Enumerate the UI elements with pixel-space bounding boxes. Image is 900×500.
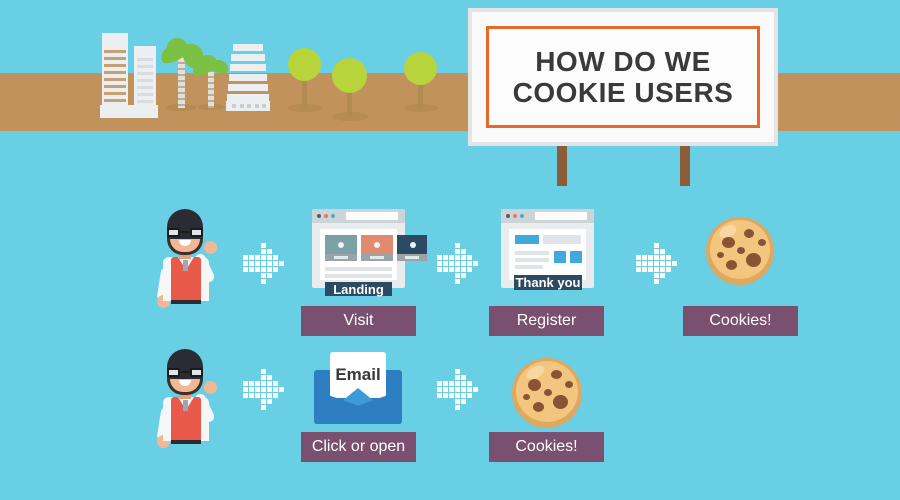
label-cookies-row1[interactable]: Cookies! [683, 306, 798, 336]
billboard-post-right [680, 138, 690, 186]
browser-titlebar [501, 209, 594, 223]
user-character-row2 [145, 345, 225, 448]
label-register-text: Register [516, 312, 577, 329]
landing-cta-banner[interactable]: Landing [325, 281, 392, 297]
label-visit[interactable]: Visit [301, 306, 416, 336]
browser-address-bar[interactable] [346, 212, 398, 220]
pixel-arrow-3 [636, 243, 677, 284]
landing-text-line-2 [325, 274, 392, 278]
thankyou-square-1 [554, 251, 566, 263]
billboard-frame: HOW DO WE COOKIE USERS [486, 26, 760, 128]
browser-address-bar[interactable] [535, 212, 587, 220]
thankyou-square-2 [570, 251, 582, 263]
browser-viewport: Thank you [509, 229, 586, 290]
label-click-or-open-text: Click or open [311, 438, 406, 455]
thank-you-page-browser[interactable]: Thank you [501, 209, 594, 290]
billboard-title-line2: COOKIE USERS [512, 77, 734, 108]
label-cookies-row2-text: Cookies! [515, 438, 578, 455]
billboard: HOW DO WE COOKIE USERS [472, 12, 774, 142]
thankyou-accent-bar [515, 235, 539, 244]
landing-page-browser[interactable]: Landing [312, 209, 427, 297]
landing-cta-text: Landing [333, 281, 384, 297]
landing-card-2 [361, 235, 393, 261]
browser-window-dots [506, 214, 524, 218]
billboard-title-line1: HOW DO WE [535, 45, 711, 77]
thankyou-text-line-2 [515, 258, 549, 262]
label-visit-text: Visit [343, 312, 374, 329]
page-title: HOW DO WE COOKIE USERS [513, 46, 734, 109]
pixel-arrow-1 [243, 243, 284, 284]
thankyou-text-line-1 [515, 251, 549, 255]
label-click-or-open[interactable]: Click or open [301, 432, 416, 462]
email-envelope[interactable]: Email [314, 352, 402, 424]
label-cookies-row1-text: Cookies! [709, 312, 772, 329]
landing-card-3 [397, 235, 427, 261]
browser-window-dots [317, 214, 335, 218]
thankyou-cta-text: Thank you [515, 275, 581, 290]
billboard-post-left [557, 138, 567, 186]
label-cookies-row2[interactable]: Cookies! [489, 432, 604, 462]
pixel-arrow-4 [243, 369, 284, 410]
thankyou-gray-bar [543, 235, 581, 244]
browser-titlebar [312, 209, 405, 223]
pixel-arrow-5 [437, 369, 478, 410]
label-register[interactable]: Register [489, 306, 604, 336]
email-letter-text: Email [335, 365, 381, 384]
landing-card-1 [325, 235, 357, 261]
pixel-arrow-2 [437, 243, 478, 284]
glasses-icon [166, 228, 204, 237]
browser-viewport: Landing [320, 229, 427, 297]
thankyou-text-line-3 [515, 265, 543, 269]
glasses-icon [166, 368, 204, 377]
thankyou-cta-banner[interactable]: Thank you [514, 275, 582, 290]
landing-text-line-1 [325, 267, 392, 271]
user-character-row1 [145, 205, 225, 308]
